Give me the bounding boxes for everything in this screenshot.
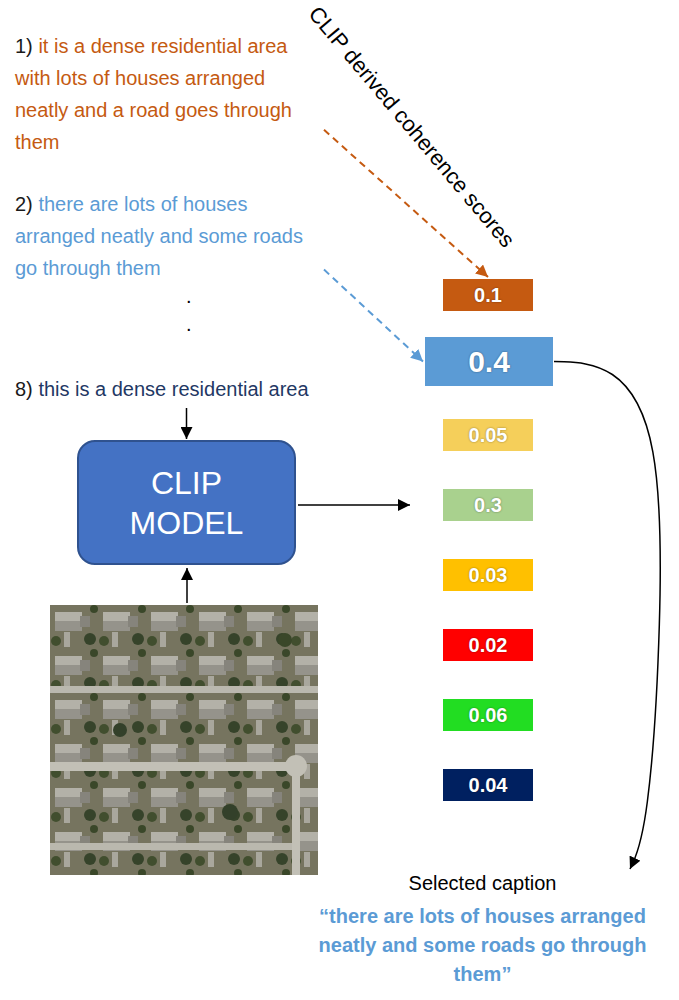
score-box: 0.02 (443, 629, 533, 661)
input-arrow (186, 568, 188, 603)
ellipsis-dot: . (186, 312, 192, 336)
score-value: 0.05 (469, 424, 508, 447)
score-box: 0.4 (425, 337, 553, 386)
score-value: 0.4 (468, 345, 510, 379)
road (50, 762, 300, 771)
caption-number: 1) (15, 35, 33, 57)
model-box: CLIP MODEL (77, 440, 296, 565)
caption-text: it is a dense residential area with lots… (15, 35, 292, 153)
tree (222, 804, 238, 820)
score-box: 0.06 (443, 699, 533, 731)
heading: Selected caption (295, 870, 670, 896)
caption-text: 8)this is a dense residential area (15, 373, 335, 405)
caption-text: 1)it is a dense residential area with lo… (15, 30, 320, 158)
score-box: 0.3 (443, 489, 533, 521)
score-box: 0.04 (443, 769, 533, 801)
tree (113, 723, 127, 737)
score-value: 0.06 (469, 704, 508, 727)
score-box: 0.05 (443, 419, 533, 451)
output-arrow (298, 504, 410, 506)
score-box: 0.03 (443, 559, 533, 591)
satellite-image (50, 605, 318, 875)
score-value: 0.03 (469, 564, 508, 587)
score-value: 0.04 (469, 774, 508, 797)
selected-text: “there are lots of houses arranged neatl… (295, 902, 670, 989)
caption-text: there are lots of houses arranged neatly… (15, 193, 303, 279)
cul-de-sac (285, 755, 307, 777)
curved-arrow (554, 362, 660, 870)
dashed-arrow (324, 270, 423, 362)
selected-caption: Selected caption “there are lots of house… (295, 870, 670, 989)
caption-number: 8) (15, 378, 33, 400)
model-label: CLIP MODEL (117, 463, 257, 543)
ellipsis-dot: . (186, 284, 192, 308)
caption-text: this is a dense residential area (38, 378, 308, 400)
score-value: 0.02 (469, 634, 508, 657)
road (292, 762, 300, 875)
input-arrow (186, 408, 188, 439)
score-value: 0.1 (474, 284, 502, 307)
axis-label: CLIP derived coherence scores (304, 2, 519, 252)
tree (278, 633, 292, 647)
road (50, 686, 318, 693)
caption-number: 2) (15, 193, 33, 215)
score-box: 0.1 (443, 279, 533, 311)
caption-text: 2)there are lots of houses arranged neat… (15, 188, 320, 284)
score-value: 0.3 (474, 494, 502, 517)
house-grid (50, 605, 318, 875)
road (50, 843, 292, 850)
